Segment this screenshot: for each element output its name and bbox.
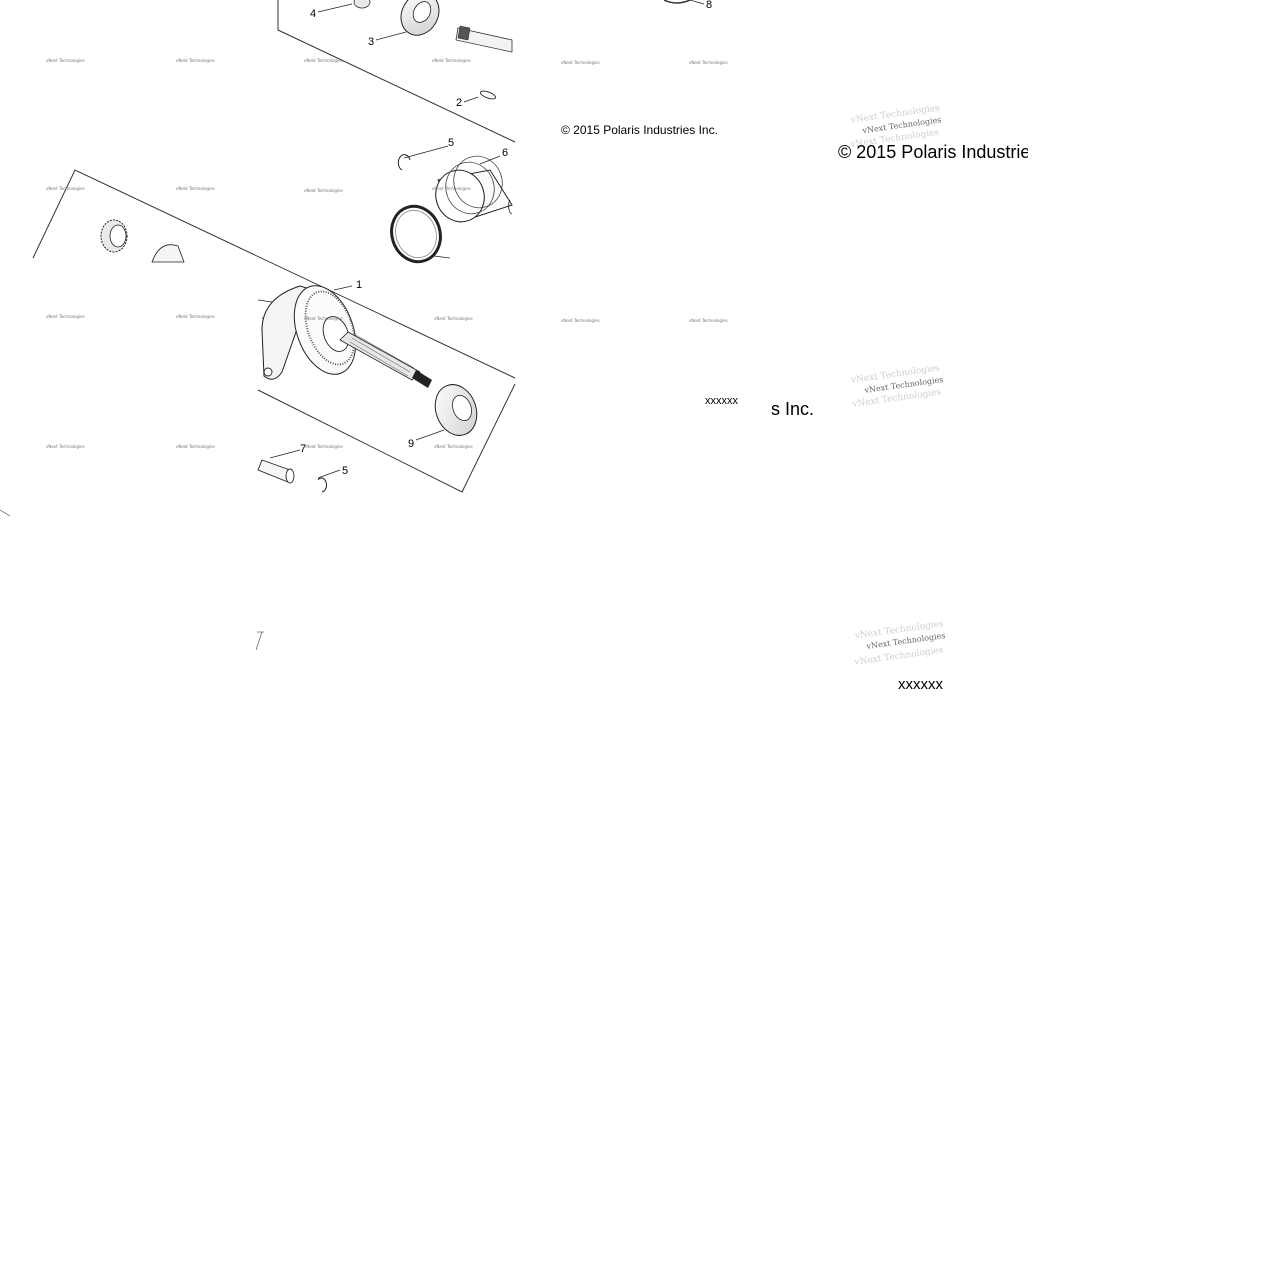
watermark-text: vNext Technologies: [304, 188, 343, 193]
bushing-part: [151, 244, 185, 263]
watermark-text: vNext Technologies: [432, 58, 471, 63]
watermark-text: vNext Technologies: [176, 314, 215, 319]
watermark-text: vNext Technologies: [432, 186, 471, 191]
watermark-text: vNext Technologies: [176, 58, 215, 63]
watermark-text: vNext Technologies: [689, 318, 728, 323]
top-shaft-part: [455, 25, 513, 53]
callout-6: 6: [502, 147, 508, 159]
lower-bearing-part: [434, 384, 478, 436]
watermark-text: vNext Technologies: [46, 314, 85, 319]
watermark-text: vNext Technologies: [304, 444, 343, 449]
piston-part: [435, 155, 513, 223]
piston-ring-part: [390, 204, 442, 264]
watermark-text: vNext Technologies: [46, 186, 85, 191]
watermark-text: vNext Technologies: [176, 186, 215, 191]
callout-9: 9: [408, 438, 414, 450]
callout-5-bottom: 5: [342, 465, 348, 477]
callout-3: 3: [368, 36, 374, 48]
watermark-stamps: vNext Technologies vNext Technologies vN…: [849, 103, 946, 668]
callout-leaders: [269, 0, 705, 479]
callout-7: 7: [300, 443, 306, 455]
watermark-text: vNext Technologies: [434, 316, 473, 321]
leader-lines: [0, 509, 264, 651]
placeholder-code-small: xxxxxx: [705, 395, 738, 407]
copyright-large: © 2015 Polaris Industrie: [838, 143, 1028, 161]
callout-8: 8: [706, 0, 712, 11]
watermark-text: vNext Technologies: [304, 58, 343, 63]
callout-5-top: 5: [448, 137, 454, 149]
small-gear-part: [353, 0, 371, 9]
piston-pin-clip-bottom: [317, 477, 327, 493]
watermark-text: vNext Technologies: [561, 318, 600, 323]
callout-4: 4: [310, 8, 316, 20]
callout-2: 2: [456, 97, 462, 109]
watermark-grid: vNext Technologies vNext Technologies vN…: [46, 58, 728, 449]
watermark-text: vNext Technologies: [561, 60, 600, 65]
watermark-text: vNext Technologies: [46, 444, 85, 449]
watermark-text: vNext Technologies: [434, 444, 473, 449]
placeholder-code-large: xxxxxx: [898, 676, 943, 693]
woodruff-key-part: [479, 90, 497, 100]
copyright-small: © 2015 Polaris Industries Inc.: [561, 123, 718, 137]
drive-gear-part: [100, 219, 128, 253]
piston-pin-part: [257, 459, 295, 484]
copyright-fragment: s Inc.: [771, 399, 815, 419]
callout-1: 1: [356, 279, 362, 291]
callout-labels: 1 2 3 4 5 5 6 7 8 9: [300, 0, 712, 477]
parts-panel-frame: [32, 0, 516, 493]
watermark-text: vNext Technologies: [689, 60, 728, 65]
watermark-text: vNext Technologies: [304, 316, 343, 321]
crankshaft-part: [257, 285, 432, 388]
top-bearing-part: [400, 0, 440, 36]
watermark-text: vNext Technologies: [46, 58, 85, 63]
top-ring-part: [663, 0, 691, 4]
watermark-text: vNext Technologies: [176, 444, 215, 449]
